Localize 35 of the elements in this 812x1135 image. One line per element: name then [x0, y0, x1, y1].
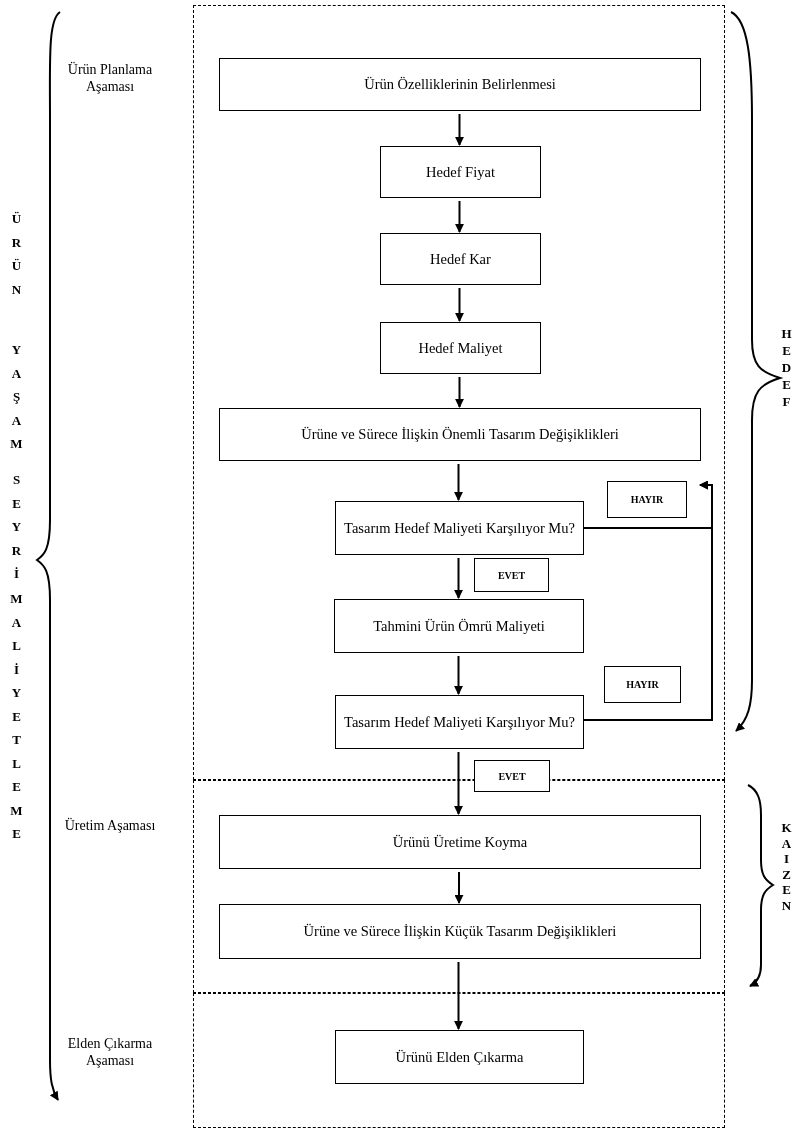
process-box: Tasarım Hedef Maliyeti Karşılıyor Mu?: [335, 501, 584, 555]
process-box: Hedef Fiyat: [380, 146, 541, 198]
arrow: [454, 871, 464, 904]
vertical-label: HEDEF: [780, 325, 793, 410]
arrow: [454, 463, 463, 501]
arrow: [454, 751, 463, 815]
process-box: Tasarım Hedef Maliyeti Karşılıyor Mu?: [335, 695, 584, 749]
phase-label: Ürün Planlama Aşaması: [66, 61, 154, 95]
edge-label: HAYIR: [607, 481, 687, 518]
arrow: [455, 287, 464, 322]
arrow: [454, 557, 463, 599]
vertical-label: KAIZEN: [780, 820, 793, 913]
process-box: Ürünü Elden Çıkarma: [335, 1030, 584, 1084]
vertical-label: MALİYETLEME: [10, 590, 23, 843]
arrow: [454, 961, 463, 1030]
edge-label: EVET: [474, 760, 550, 792]
vertical-label: YAŞAM: [10, 341, 23, 453]
process-box: Hedef Maliyet: [380, 322, 541, 374]
process-box: Ürün Özelliklerinin Belirlenmesi: [219, 58, 701, 111]
process-box: Hedef Kar: [380, 233, 541, 285]
phase-label: Elden Çıkarma Aşaması: [66, 1035, 154, 1069]
vertical-label: ÜRÜN: [10, 210, 23, 299]
arrow: [582, 480, 713, 721]
process-box: Ürüne ve Sürece İlişkin Önemli Tasarım Değişiklikleri: [219, 408, 701, 461]
arrow: [454, 655, 463, 695]
process-box: Ürüne ve Sürece İlişkin Küçük Tasarım Değişiklikleri: [219, 904, 701, 959]
arrow: [455, 376, 464, 408]
vertical-label: SEYRİ: [10, 471, 23, 583]
process-box: Tahmini Ürün Ömrü Maliyeti: [334, 599, 584, 653]
arrow: [455, 113, 464, 146]
process-box: Ürünü Üretime Koyma: [219, 815, 701, 869]
edge-label: EVET: [474, 558, 549, 592]
edge-label: HAYIR: [604, 666, 681, 703]
arrow: [455, 200, 464, 233]
phase-label: Üretim Aşaması: [63, 817, 157, 834]
